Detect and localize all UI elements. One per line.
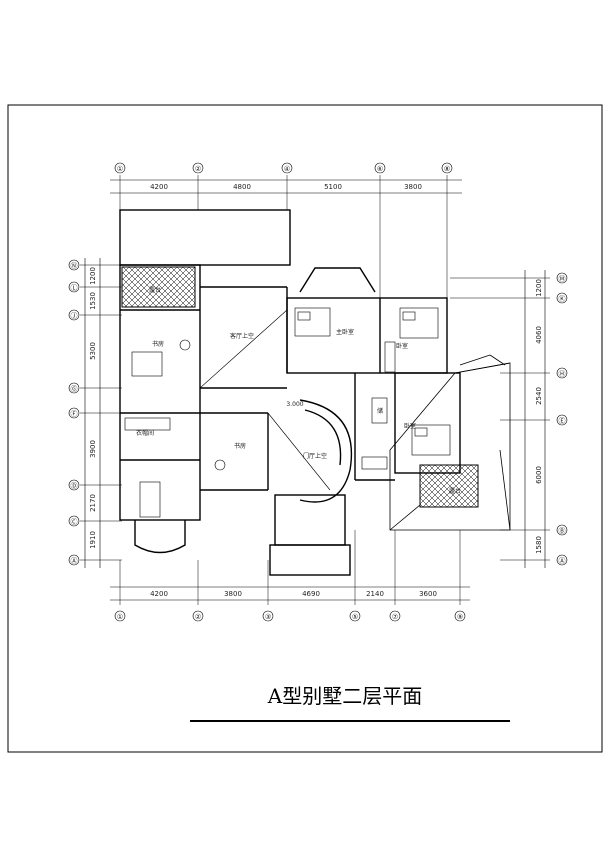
grid-lines — [84, 179, 546, 601]
axis-extensions — [80, 175, 550, 605]
axis-left-7: Ⓒ — [71, 518, 78, 526]
furniture — [124, 307, 451, 518]
room-bedroom-ne: 卧室 — [396, 342, 408, 350]
room-den: 书房 — [234, 442, 246, 450]
dim-left-4: 3900 — [89, 440, 97, 458]
level-mark: 3.000 — [286, 401, 303, 408]
room-living-void: 客厅上空 — [230, 332, 254, 340]
dim-left-5: 2170 — [89, 494, 97, 512]
room-labels: 露台 书房 客厅上空 主卧室 卧室 衣帽间 书房 门厅上空 卧室 露台 储 3.… — [136, 286, 461, 495]
axis-top-4: ⑥ — [377, 165, 383, 173]
room-wardrobe: 衣帽间 — [136, 429, 154, 437]
terrace-nw — [121, 266, 196, 308]
bottom-axis-labels: ① ② ③ ⑤ ⑦ ⑨ — [114, 610, 466, 622]
dim-bottom-5: 3600 — [419, 590, 437, 598]
axis-right-4: Ⓔ — [559, 417, 566, 425]
axis-bottom-6: ⑨ — [457, 613, 463, 621]
left-axis-labels: Ⓝ Ⓛ Ⓙ Ⓖ Ⓕ Ⓓ Ⓒ Ⓐ — [68, 259, 80, 566]
bottom-dims: 4200 3800 4690 2140 3600 — [150, 590, 437, 598]
axis-top-2: ② — [195, 165, 201, 173]
axis-left-2: Ⓛ — [71, 284, 78, 292]
dim-top-1: 4200 — [150, 183, 168, 191]
dim-bottom-3: 4690 — [302, 590, 320, 598]
axis-right-6: Ⓐ — [559, 557, 566, 565]
axis-bottom-3: ③ — [265, 613, 271, 621]
terrace-se — [419, 464, 479, 508]
axis-top-1: ① — [117, 165, 123, 173]
dim-left-2: 1530 — [89, 292, 97, 310]
dim-bottom-4: 2140 — [366, 590, 384, 598]
axis-right-5: Ⓑ — [559, 527, 566, 535]
room-terrace-se: 露台 — [449, 487, 461, 495]
room-master: 主卧室 — [336, 328, 354, 336]
axis-right-1: Ⓜ — [559, 275, 566, 283]
dim-right-1: 1200 — [535, 279, 543, 297]
living-void-lines — [199, 309, 331, 491]
axis-top-3: ④ — [284, 165, 290, 173]
top-dims: 4200 4800 5100 3800 — [150, 183, 422, 191]
dim-right-2: 4060 — [535, 326, 543, 344]
walls — [119, 209, 461, 576]
room-bedroom-e: 卧室 — [404, 422, 416, 430]
room-study: 书房 — [152, 340, 164, 348]
left-dims: 1200 1530 5300 3900 2170 1910 — [89, 267, 97, 549]
dim-top-2: 4800 — [233, 183, 251, 191]
dim-left-6: 1910 — [89, 531, 97, 549]
dim-top-4: 3800 — [404, 183, 422, 191]
axis-bottom-2: ② — [195, 613, 201, 621]
dim-bottom-2: 3800 — [224, 590, 242, 598]
axis-left-5: Ⓕ — [71, 410, 78, 418]
dim-left-1: 1200 — [89, 267, 97, 285]
right-axis-labels: Ⓜ Ⓚ Ⓗ Ⓔ Ⓑ Ⓐ — [556, 272, 568, 566]
dim-top-3: 5100 — [324, 183, 342, 191]
axis-bottom-5: ⑦ — [392, 613, 398, 621]
roof-east — [389, 354, 511, 531]
dim-right-5: 1580 — [535, 536, 543, 554]
room-storage: 储 — [377, 407, 383, 415]
axis-left-3: Ⓙ — [71, 312, 78, 320]
right-dims: 1200 4060 2540 6000 1580 — [535, 279, 543, 554]
drawing-title: A型别墅二层平面 — [267, 684, 422, 708]
top-axis-labels: ① ② ④ ⑥ ⑧ — [114, 162, 453, 174]
axis-bottom-1: ① — [117, 613, 123, 621]
axis-left-8: Ⓐ — [71, 557, 78, 565]
axis-right-2: Ⓚ — [559, 295, 566, 303]
axis-right-3: Ⓗ — [559, 370, 566, 378]
axis-bottom-4: ⑤ — [352, 613, 358, 621]
room-foyer-void: 门厅上空 — [303, 452, 327, 460]
axis-left-4: Ⓖ — [71, 385, 78, 393]
dim-right-4: 6000 — [535, 466, 543, 484]
drawing-frame — [7, 104, 603, 753]
axis-left-6: Ⓓ — [71, 482, 78, 490]
dim-left-3: 5300 — [89, 342, 97, 360]
dim-bottom-1: 4200 — [150, 590, 168, 598]
dim-right-3: 2540 — [535, 387, 543, 405]
axis-left-1: Ⓝ — [71, 262, 78, 270]
room-terrace-nw: 露台 — [149, 286, 161, 294]
axis-top-5: ⑧ — [444, 165, 450, 173]
